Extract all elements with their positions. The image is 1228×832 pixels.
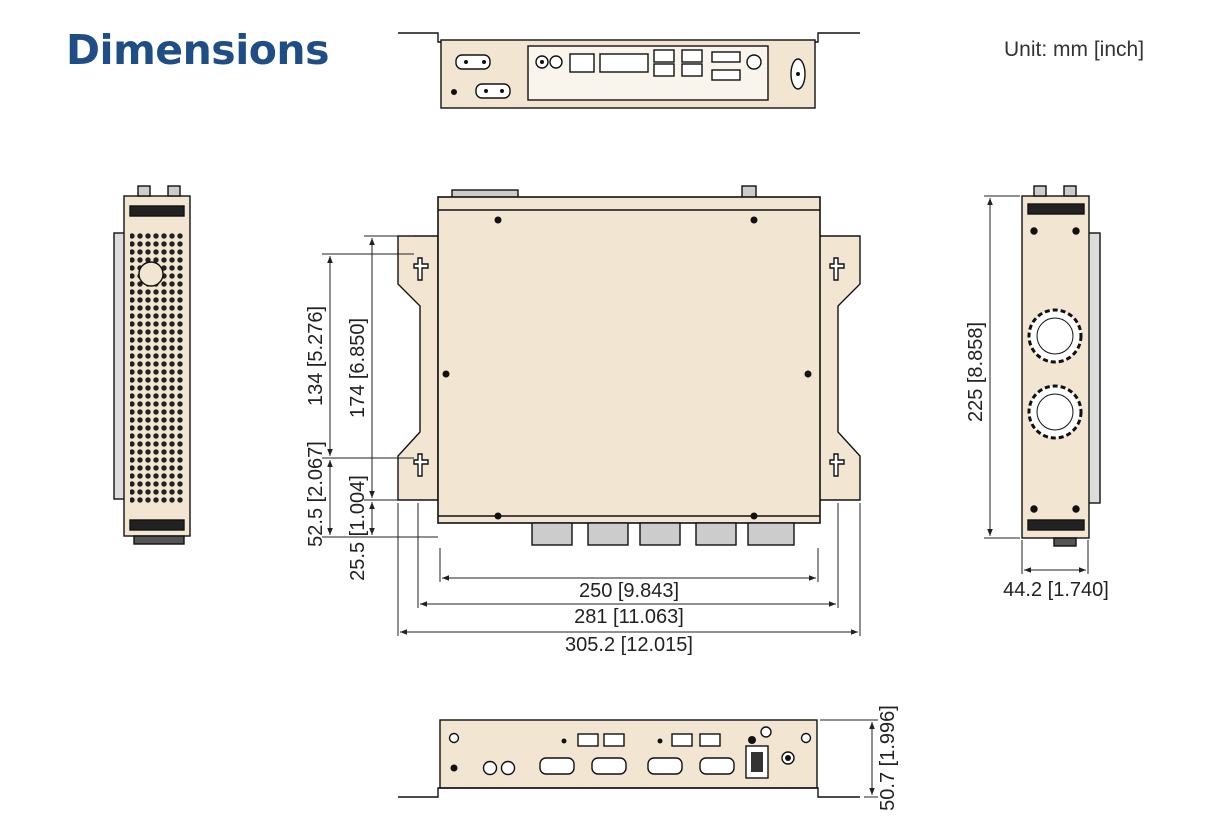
dim-width-281: 281 [11.063] [574,606,684,628]
dim-width-305: 305.2 [12.015] [565,634,693,656]
left-side-view [113,185,191,545]
dim-height-25-5: 25.5 [1.004] [347,475,369,581]
right-side-view [1021,185,1101,547]
top-rear-panel-view [398,32,860,109]
page-title: Dimensions [66,26,330,74]
dim-height-50-7: 50.7 [1.996] [877,705,899,811]
dim-side-44-2: 44.2 [1.740] [1003,579,1109,601]
dimension-labels: 250 [9.843] 281 [11.063] 305.2 [12.015] … [305,306,1109,811]
unit-label: Unit: mm [inch] [1004,38,1145,61]
front-panel-view [398,719,860,798]
dim-width-250: 250 [9.843] [579,580,679,602]
dimension-lines [322,195,1089,798]
main-top-view [397,185,861,546]
dim-height-52-5: 52.5 [2.067] [305,441,327,547]
dim-height-134: 134 [5.276] [305,306,327,406]
dim-height-174: 174 [6.850] [347,318,369,418]
dim-depth-225: 225 [8.858] [965,322,987,422]
